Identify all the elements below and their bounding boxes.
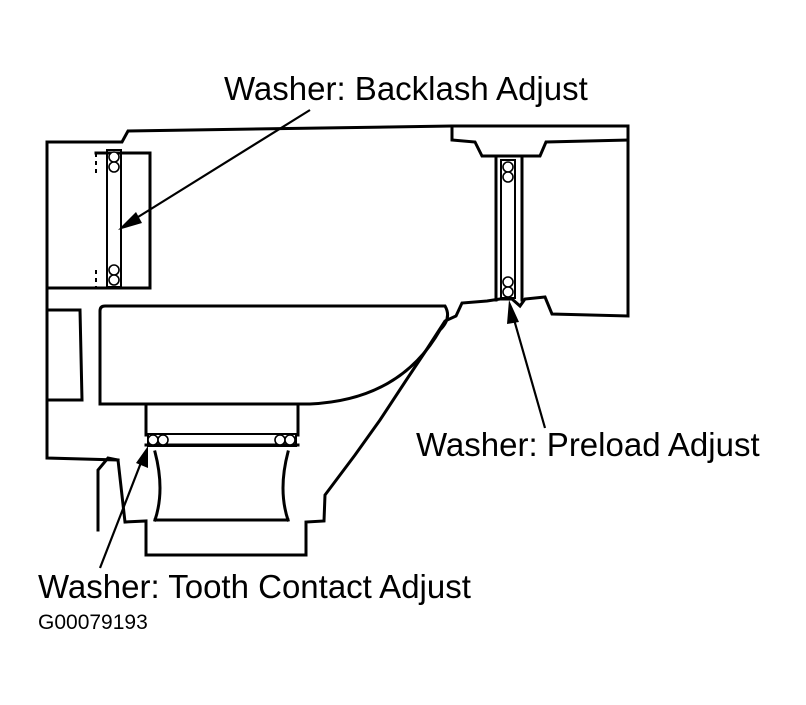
tooth-contact-bore [144,405,300,437]
lower-window-left [45,308,84,402]
tooth-contact-leader-arrow [98,446,148,569]
backlash-leader-arrow [118,109,311,230]
right-cap [450,124,630,158]
housing-lip-left [96,456,120,532]
tooth-contact-washer-label: Washer: Tooth Contact Adjust [38,568,471,605]
central-cavity [98,304,450,406]
preload-washer-label: Washer: Preload Adjust [416,426,760,463]
backlash-washer [106,149,122,288]
preload-washer [500,159,516,299]
preload-bore [494,154,524,302]
figure-id: G00079193 [38,611,148,634]
housing-outline [45,124,630,557]
preload-leader-arrow [507,300,547,429]
lower-bearing-cup [144,443,300,522]
backlash-bore [45,151,152,290]
backlash-washer-label: Washer: Backlash Adjust [224,70,588,107]
tooth-contact-washer [147,433,297,447]
